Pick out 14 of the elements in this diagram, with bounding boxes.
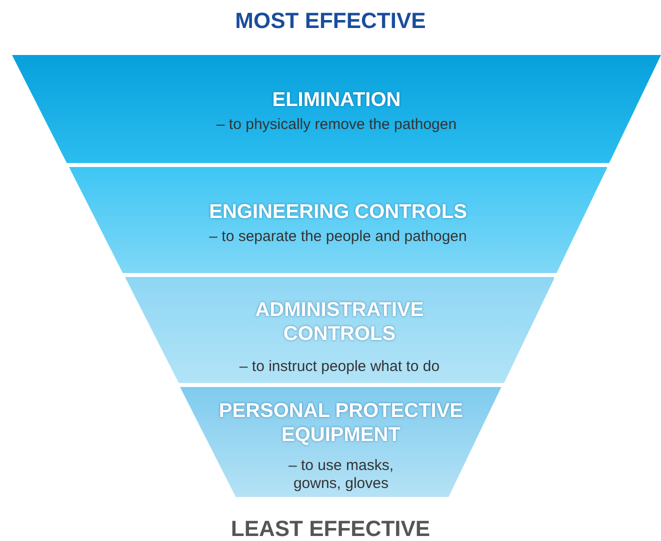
tier-description: – to use masks, gowns, gloves	[287, 457, 394, 493]
funnel-tier	[68, 167, 608, 273]
tier-description: – to physically remove the pathogen	[216, 116, 457, 134]
tier-title: PERSONAL PROTECTIVE EQUIPMENT	[218, 399, 464, 447]
tier-title: ADMINISTRATIVE CONTROLS	[254, 298, 425, 346]
tier-title: ELIMINATION	[272, 88, 401, 112]
tier-description: – to separate the people and pathogen	[209, 228, 467, 246]
tier-title: ENGINEERING CONTROLS	[209, 200, 467, 224]
funnel-tier	[12, 55, 661, 163]
bottom-label: LEAST EFFECTIVE	[230, 516, 432, 541]
funnel-tier	[124, 277, 554, 383]
tier-description: – to instruct people what to do	[239, 358, 440, 376]
heading: MOST EFFECTIVE	[234, 8, 427, 34]
funnel-tier	[180, 387, 502, 497]
